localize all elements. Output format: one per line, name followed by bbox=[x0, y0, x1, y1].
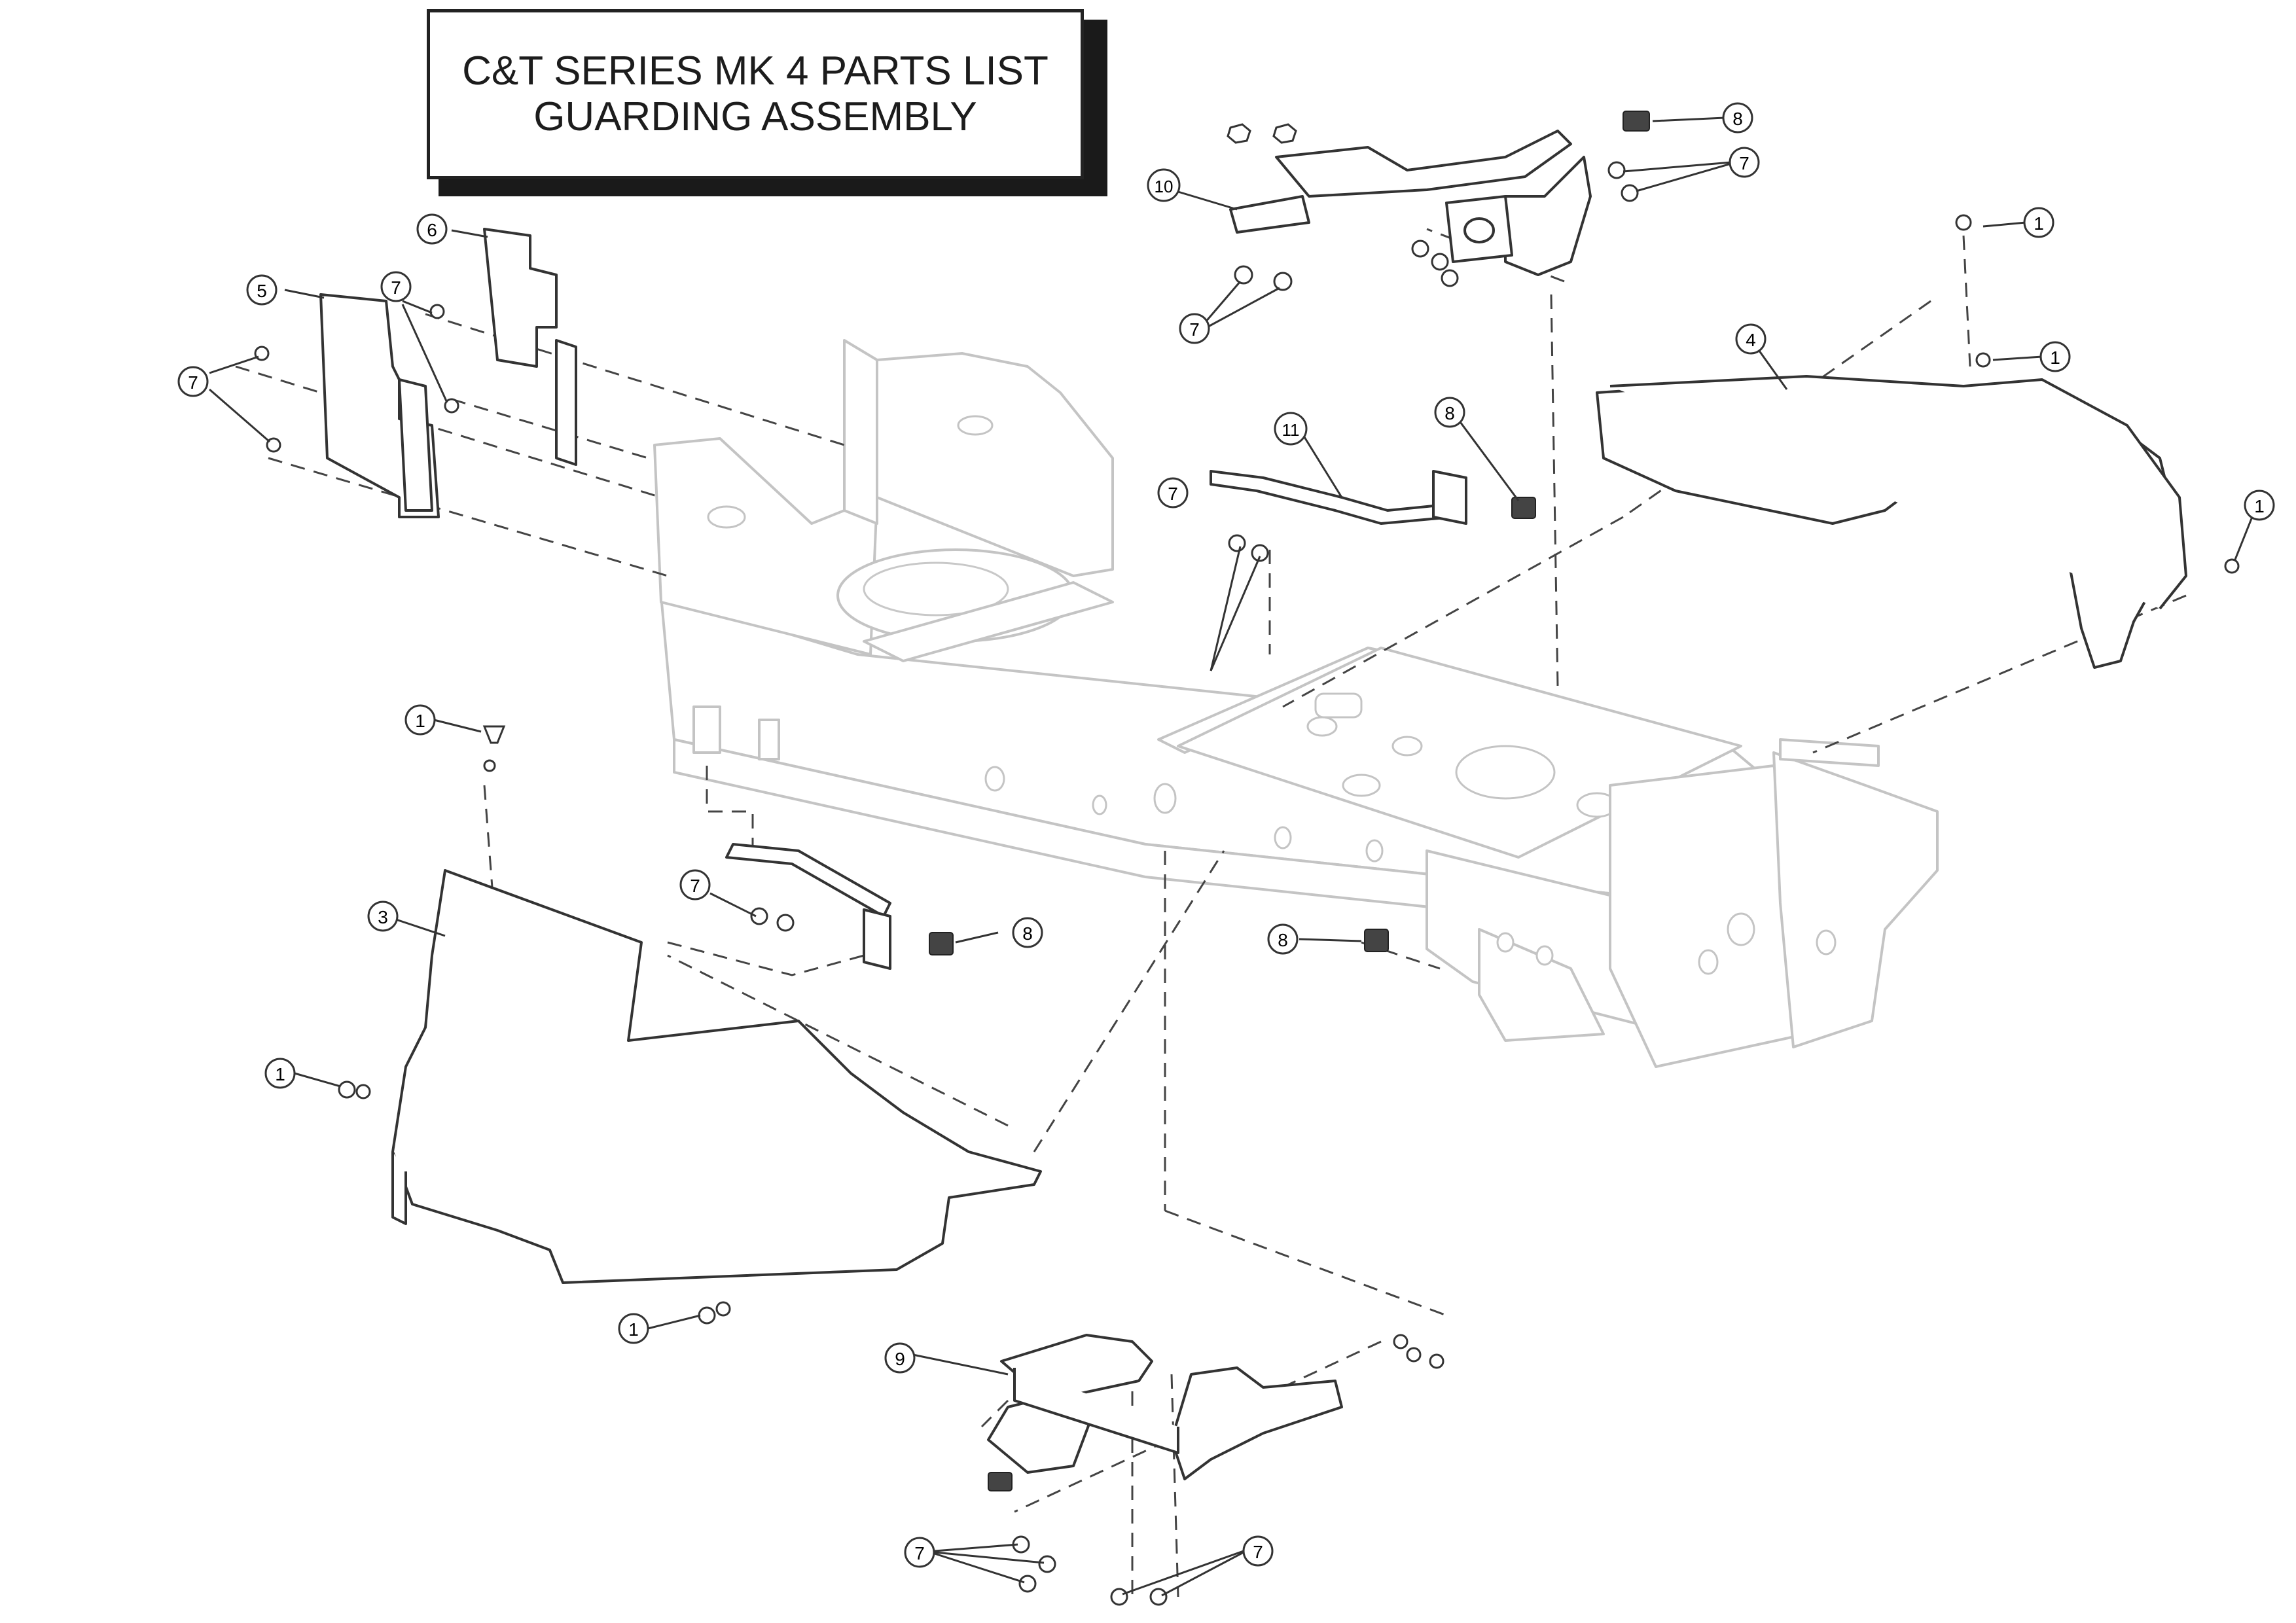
callout-1-c: 1 bbox=[2244, 490, 2275, 521]
svg-text:7: 7 bbox=[914, 1543, 925, 1563]
callout-8-b: 8 bbox=[1434, 397, 1465, 428]
callout-bubbles: 1 1 1 1 1 1 3 4 5 6 7 7 7 7 7 7 7 7 8 8 … bbox=[177, 102, 2275, 1568]
callout-1-a: 1 bbox=[2023, 207, 2054, 238]
part-9-bracket bbox=[987, 1334, 1343, 1480]
callout-8-d: 8 bbox=[1267, 923, 1299, 955]
svg-text:8: 8 bbox=[1022, 923, 1033, 944]
callout-11: 11 bbox=[1274, 412, 1308, 446]
svg-text:4: 4 bbox=[1746, 330, 1756, 350]
callout-1-f: 1 bbox=[618, 1313, 649, 1344]
title-line-1: C&T SERIES MK 4 PARTS LIST bbox=[462, 48, 1049, 94]
svg-text:9: 9 bbox=[895, 1349, 905, 1369]
svg-text:7: 7 bbox=[391, 277, 401, 298]
svg-text:7: 7 bbox=[1168, 484, 1178, 504]
svg-text:1: 1 bbox=[628, 1319, 639, 1340]
callout-4: 4 bbox=[1735, 323, 1767, 355]
callout-7-e: 7 bbox=[1157, 477, 1189, 508]
callout-10: 10 bbox=[1147, 168, 1181, 202]
callout-8-c: 8 bbox=[1012, 917, 1043, 948]
callout-1-e: 1 bbox=[264, 1058, 296, 1089]
part-5-side-plate bbox=[319, 293, 440, 518]
callout-7-g: 7 bbox=[904, 1537, 935, 1568]
svg-text:7: 7 bbox=[1739, 153, 1749, 173]
svg-text:8: 8 bbox=[1444, 403, 1455, 423]
svg-text:7: 7 bbox=[1189, 319, 1200, 340]
svg-text:1: 1 bbox=[2254, 496, 2265, 516]
callout-9: 9 bbox=[884, 1342, 916, 1374]
part-11-rod bbox=[1210, 470, 1467, 525]
svg-text:1: 1 bbox=[275, 1064, 285, 1084]
callout-8-a: 8 bbox=[1722, 102, 1753, 134]
callout-7-h: 7 bbox=[1242, 1535, 1274, 1567]
part-3-front-guard bbox=[391, 869, 1042, 1284]
svg-text:1: 1 bbox=[2050, 348, 2060, 368]
title-box: C&T SERIES MK 4 PARTS LIST GUARDING ASSE… bbox=[427, 9, 1084, 179]
lower-bracket bbox=[725, 843, 891, 970]
callout-1-d: 1 bbox=[404, 704, 436, 736]
callout-3: 3 bbox=[367, 901, 399, 932]
svg-text:3: 3 bbox=[378, 907, 388, 927]
callout-7-a: 7 bbox=[177, 366, 209, 397]
svg-text:5: 5 bbox=[257, 281, 267, 301]
callout-7-b: 7 bbox=[380, 271, 412, 302]
callout-5: 5 bbox=[246, 274, 278, 306]
callout-1-b: 1 bbox=[2039, 341, 2071, 372]
callout-6: 6 bbox=[416, 213, 448, 245]
svg-text:7: 7 bbox=[690, 876, 700, 896]
part-6-side-plate bbox=[483, 228, 577, 466]
assembly-lines bbox=[235, 228, 2187, 1597]
chassis-frame bbox=[653, 339, 1939, 1068]
part-10-bracket bbox=[1229, 130, 1592, 276]
callout-7-f: 7 bbox=[679, 869, 711, 901]
callout-7-d: 7 bbox=[1729, 147, 1760, 178]
svg-text:8: 8 bbox=[1278, 930, 1288, 950]
svg-text:7: 7 bbox=[188, 372, 198, 393]
part-4-rear-guard bbox=[1596, 375, 2187, 669]
callout-7-c: 7 bbox=[1179, 313, 1210, 344]
svg-text:6: 6 bbox=[427, 220, 437, 240]
svg-text:11: 11 bbox=[1282, 420, 1300, 440]
svg-text:7: 7 bbox=[1253, 1542, 1263, 1562]
svg-text:1: 1 bbox=[415, 711, 425, 731]
svg-text:8: 8 bbox=[1732, 109, 1743, 129]
svg-text:10: 10 bbox=[1155, 177, 1174, 196]
title-line-2: GUARDING ASSEMBLY bbox=[533, 94, 977, 139]
svg-text:1: 1 bbox=[2034, 213, 2044, 234]
